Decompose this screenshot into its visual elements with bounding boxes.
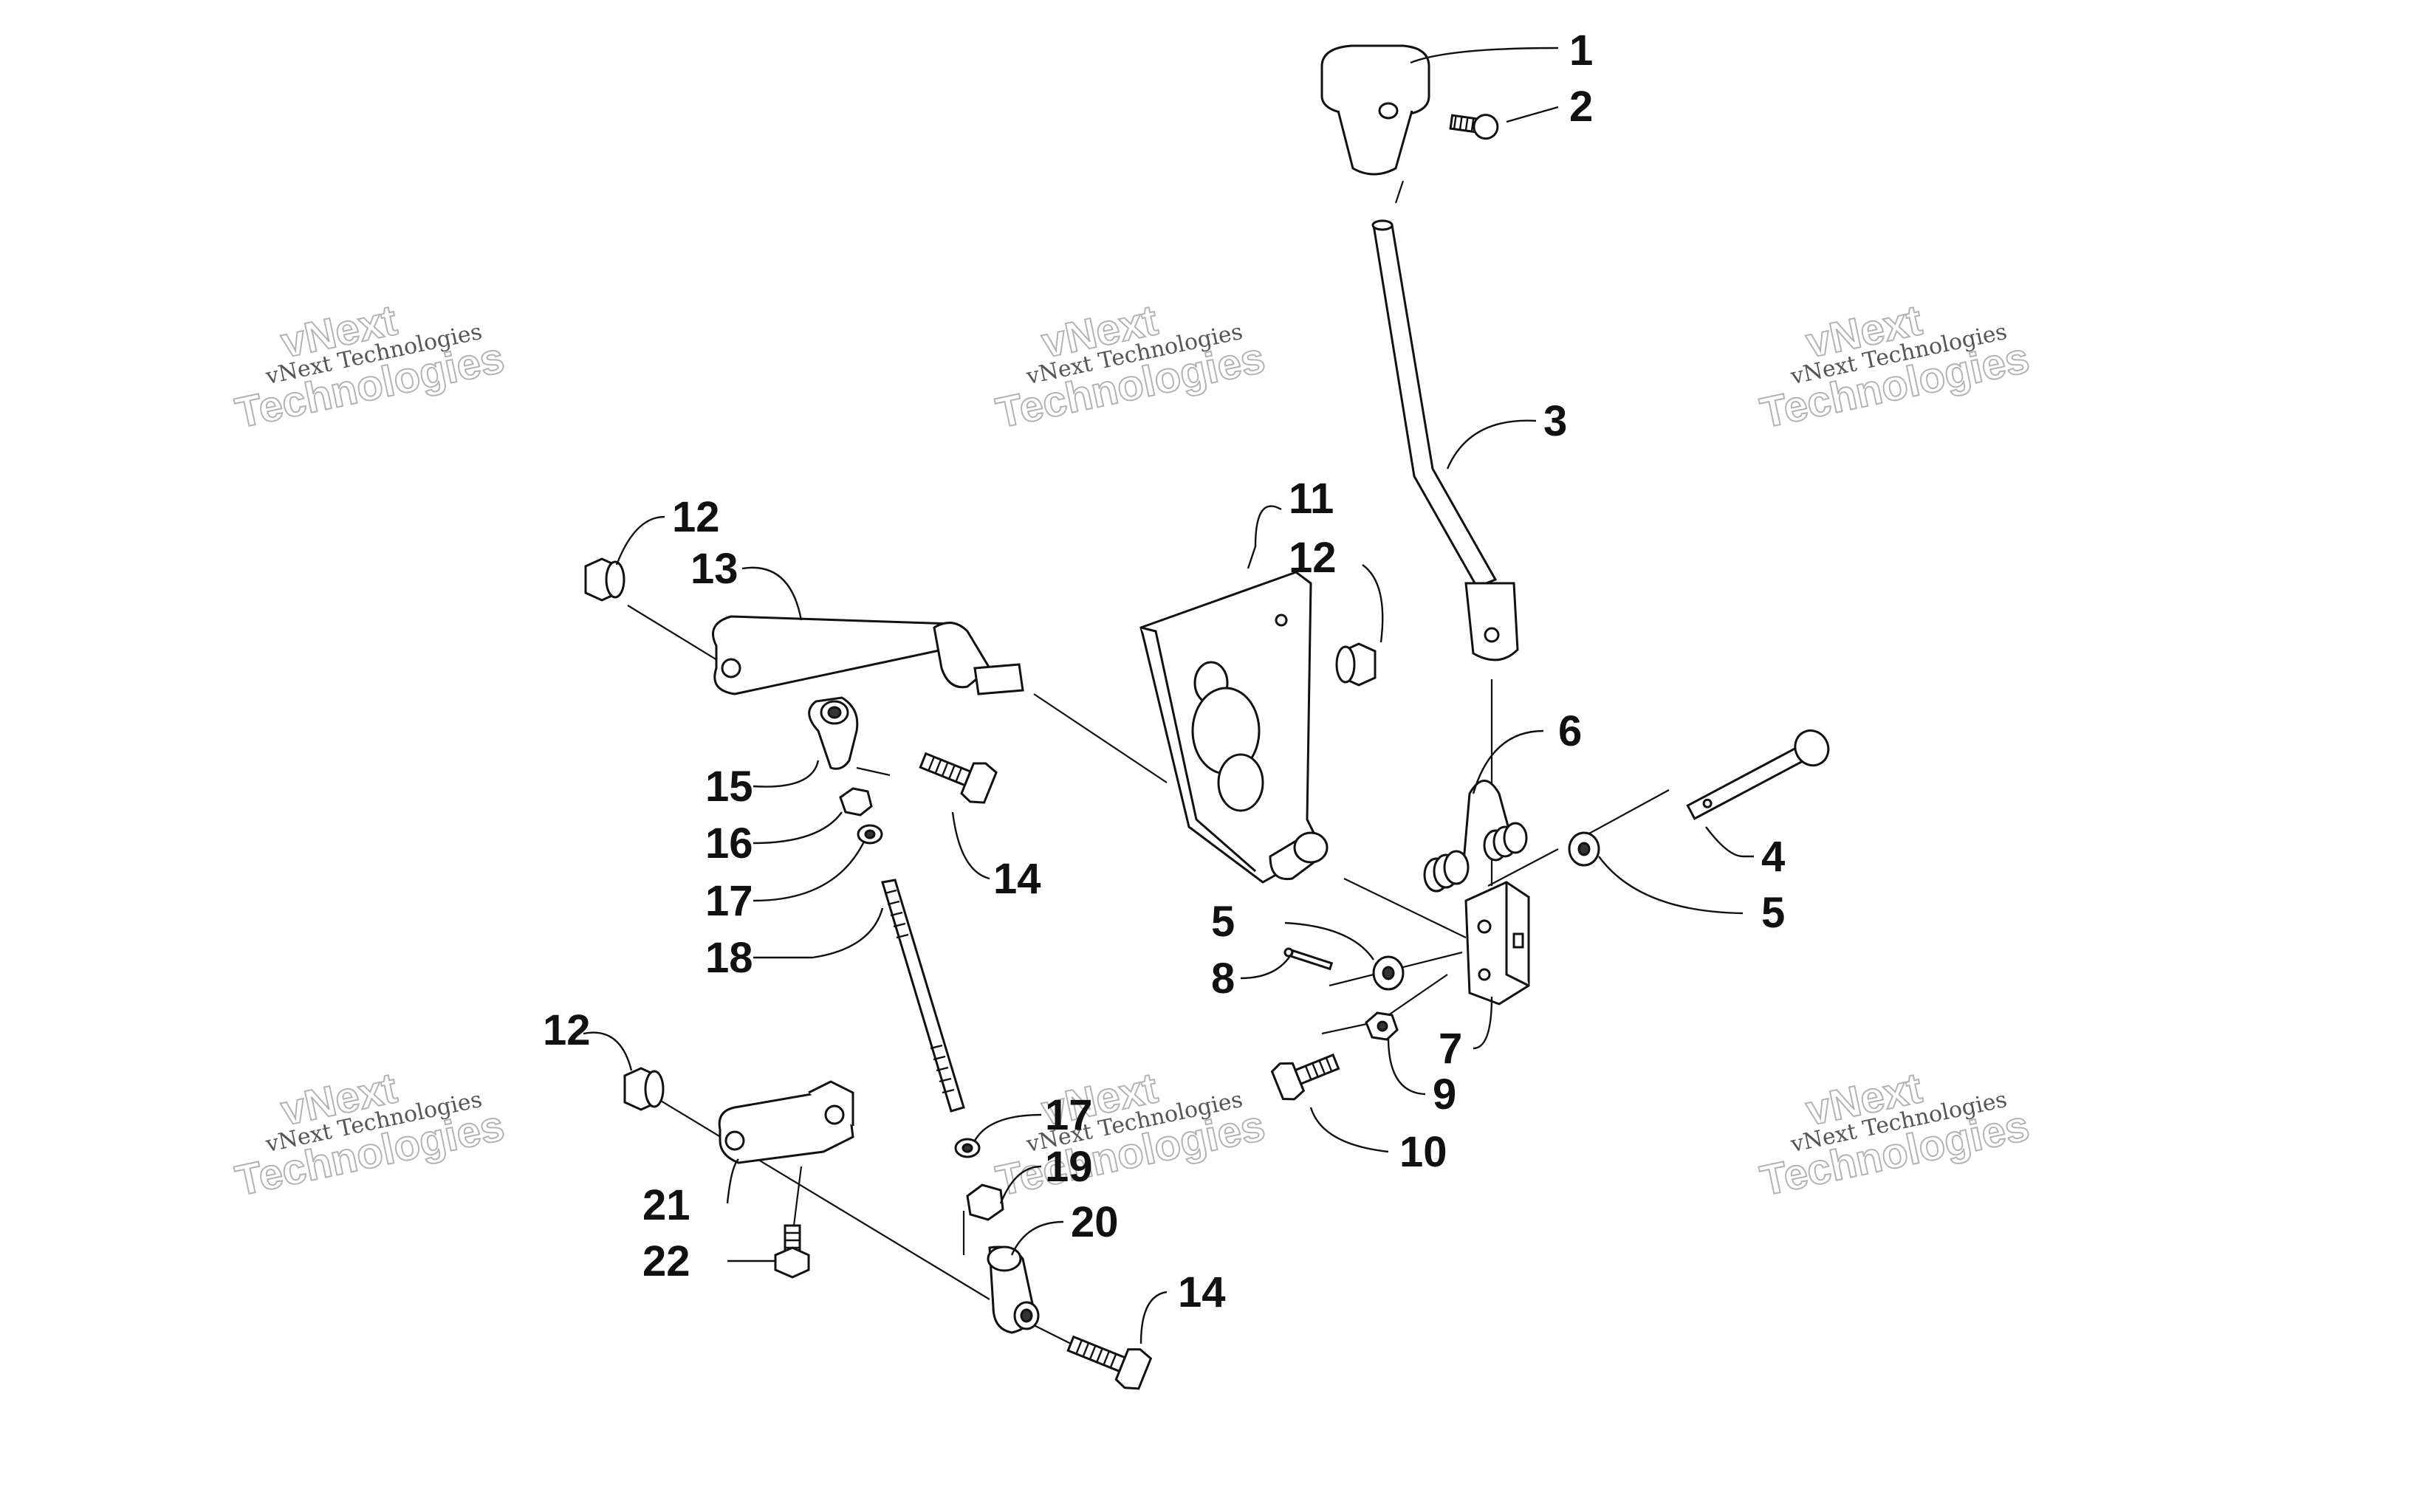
watermark-top-center: vNext Technologies vNext Technologies <box>991 295 1269 438</box>
callout-14-upper: 14 <box>993 855 1041 903</box>
bolt-lower <box>1066 1335 1153 1390</box>
callout-12-lower-left: 12 <box>543 1006 591 1054</box>
spring <box>1423 780 1528 893</box>
washer-lower <box>1372 955 1405 991</box>
callout-8: 8 <box>1211 955 1235 1003</box>
callout-12-center: 12 <box>1289 534 1337 582</box>
cotter-pin <box>1283 947 1334 971</box>
callout-5-left: 5 <box>1211 898 1235 946</box>
callout-22: 22 <box>642 1237 690 1285</box>
washer-upper <box>1568 831 1600 867</box>
callout-labels: 1 2 3 4 5 5 6 7 8 9 10 11 12 12 12 13 14… <box>543 27 1785 1316</box>
shift-lever <box>1371 219 1519 662</box>
ball-joint-lower <box>987 1245 1040 1334</box>
shift-bracket <box>1464 881 1530 1006</box>
callout-20: 20 <box>1071 1198 1119 1246</box>
callout-13: 13 <box>690 545 738 593</box>
callout-9: 9 <box>1433 1071 1456 1118</box>
pivot-bolt <box>1686 729 1830 820</box>
callout-5-right: 5 <box>1761 889 1785 937</box>
callout-16: 16 <box>705 819 753 867</box>
flange-nut-3 <box>623 1067 665 1111</box>
lock-washer-upper <box>857 824 883 845</box>
lock-washer-lower <box>954 1138 981 1158</box>
watermark-bottom-center: vNext Technologies vNext Technologies <box>991 1063 1269 1206</box>
leader-lines <box>583 47 1754 1344</box>
watermark-bottom-left: vNext Technologies vNext Technologies <box>230 1063 509 1206</box>
bolt-upper <box>919 752 998 804</box>
jam-nut-lower <box>966 1183 1004 1221</box>
lower-shift-arm <box>718 1080 854 1164</box>
callout-4: 4 <box>1761 833 1785 881</box>
shift-knob <box>1320 44 1430 176</box>
flange-nut-2 <box>1335 642 1377 687</box>
jam-nut-upper <box>839 787 873 817</box>
knob-screw <box>1449 114 1499 140</box>
callout-6: 6 <box>1558 707 1582 755</box>
callout-21: 21 <box>642 1181 690 1229</box>
callout-15: 15 <box>705 763 753 811</box>
watermark-top-left: vNext Technologies vNext Technologies <box>230 295 509 438</box>
callout-17-upper: 17 <box>705 877 753 925</box>
upper-shift-arm <box>712 615 1024 695</box>
callout-19: 19 <box>1045 1143 1093 1191</box>
callout-18: 18 <box>705 934 753 982</box>
hex-nut <box>1365 1011 1399 1041</box>
callout-14-lower: 14 <box>1178 1268 1226 1316</box>
set-screw <box>774 1224 810 1279</box>
callout-3: 3 <box>1543 397 1567 445</box>
flange-nut-1 <box>584 557 625 602</box>
callout-17-lower: 17 <box>1045 1091 1093 1139</box>
ball-joint-upper <box>808 696 859 770</box>
watermark-bottom-right: vNext Technologies vNext Technologies <box>1755 1063 2034 1206</box>
callout-1: 1 <box>1569 27 1593 75</box>
callout-11: 11 <box>1289 475 1334 523</box>
callout-7: 7 <box>1439 1025 1462 1073</box>
threaded-rod <box>881 879 965 1113</box>
mounting-plate <box>1139 571 1329 884</box>
flange-bolt <box>1270 1053 1340 1101</box>
watermark-top-right: vNext Technologies vNext Technologies <box>1755 295 2034 438</box>
callout-2: 2 <box>1569 83 1593 131</box>
callout-12-upper-left: 12 <box>672 493 720 541</box>
callout-10: 10 <box>1399 1128 1447 1176</box>
